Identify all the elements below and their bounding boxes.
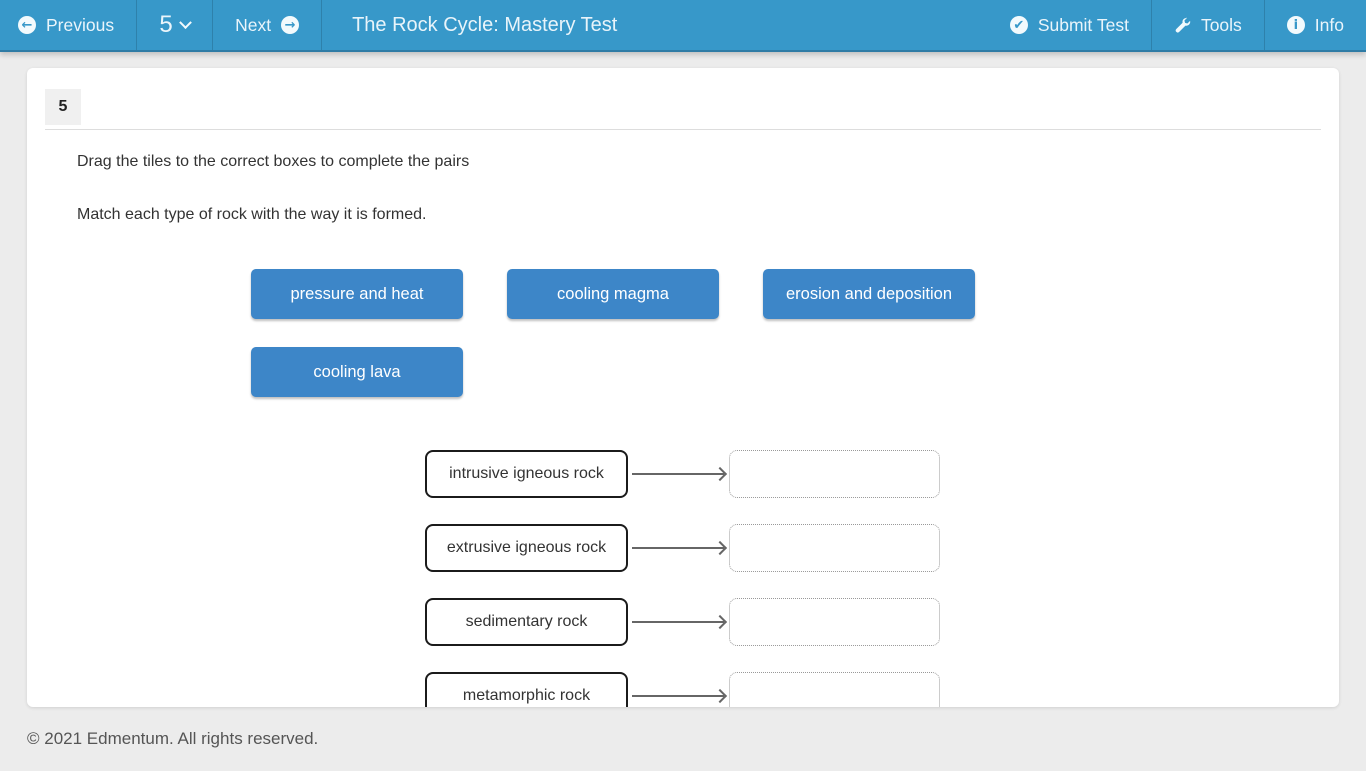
main-content: 5 Drag the tiles to the correct boxes to…	[0, 52, 1366, 707]
check-circle-icon: ✔	[1009, 16, 1028, 34]
topbar-actions: ✔ Submit Test Tools i Info	[992, 0, 1366, 50]
match-instruction-text: Match each type of rock with the way it …	[77, 206, 427, 223]
arrow-right	[628, 540, 729, 556]
chevron-down-icon	[178, 15, 192, 29]
question-body: Drag the tiles to the correct boxes to c…	[27, 130, 1339, 707]
next-button-label: Next	[235, 14, 272, 35]
arrow-right	[628, 688, 729, 704]
pair-label-intrusive-igneous: intrusive igneous rock	[425, 450, 628, 498]
tile-bank: pressure and heat cooling magma erosion …	[251, 269, 975, 397]
arrow-right	[628, 466, 729, 482]
arrow-left-circle-icon: ←	[18, 16, 36, 34]
question-header: 5	[45, 89, 1321, 130]
pair-label-sedimentary: sedimentary rock	[425, 598, 628, 646]
drop-zone-sedimentary[interactable]	[729, 598, 940, 646]
previous-button-label: Previous	[46, 14, 115, 35]
submit-test-button[interactable]: ✔ Submit Test	[992, 0, 1151, 50]
pair-row-metamorphic: metamorphic rock	[425, 672, 940, 707]
drop-zone-extrusive-igneous[interactable]	[729, 524, 940, 572]
previous-button[interactable]: ← Previous	[0, 0, 136, 50]
pair-row-extrusive-igneous: extrusive igneous rock	[425, 524, 940, 572]
wrench-icon	[1174, 17, 1191, 34]
drop-zone-metamorphic[interactable]	[729, 672, 940, 707]
question-number-dropdown[interactable]: 5	[136, 0, 212, 50]
info-label: Info	[1314, 14, 1344, 35]
question-number-box: 5	[45, 89, 81, 125]
drag-instruction-text: Drag the tiles to the correct boxes to c…	[77, 153, 470, 170]
pair-label-metamorphic: metamorphic rock	[425, 672, 628, 707]
tile-cooling-lava[interactable]: cooling lava	[251, 347, 463, 397]
tile-cooling-magma[interactable]: cooling magma	[507, 269, 719, 319]
copyright-footer: © 2021 Edmentum. All rights reserved.	[27, 729, 319, 748]
top-navigation-bar: ← Previous 5 Next → The Rock Cycle: Mast…	[0, 0, 1366, 52]
arrow-right	[628, 614, 729, 630]
next-button[interactable]: Next →	[212, 0, 321, 50]
test-title: The Rock Cycle: Mastery Test	[321, 0, 992, 50]
tools-label: Tools	[1200, 14, 1242, 35]
matching-pairs: intrusive igneous rock extrusive igneous…	[425, 450, 940, 707]
info-circle-icon: i	[1286, 16, 1305, 34]
tile-erosion-and-deposition[interactable]: erosion and deposition	[763, 269, 975, 319]
arrow-right-circle-icon: →	[281, 16, 300, 34]
question-number-value: 5	[159, 11, 173, 38]
pair-row-intrusive-igneous: intrusive igneous rock	[425, 450, 940, 498]
info-button[interactable]: i Info	[1263, 0, 1366, 50]
pair-label-extrusive-igneous: extrusive igneous rock	[425, 524, 628, 572]
question-card: 5 Drag the tiles to the correct boxes to…	[27, 68, 1339, 707]
pair-row-sedimentary: sedimentary rock	[425, 598, 940, 646]
drop-zone-intrusive-igneous[interactable]	[729, 450, 940, 498]
submit-test-label: Submit Test	[1037, 14, 1129, 35]
tools-button[interactable]: Tools	[1150, 0, 1264, 50]
tile-pressure-and-heat[interactable]: pressure and heat	[251, 269, 463, 319]
